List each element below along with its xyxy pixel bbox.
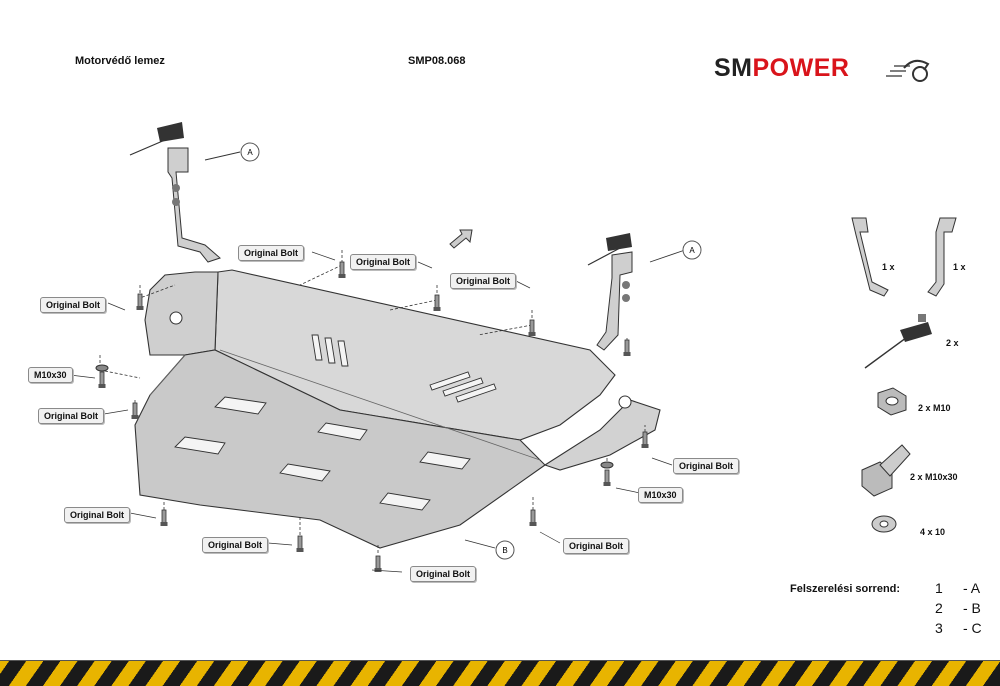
qty-bolt: 2 x M10x30 xyxy=(910,472,958,482)
clamp-icon xyxy=(864,314,932,369)
fastener-bolts xyxy=(95,250,649,573)
original-bolt-callout: Original Bolt xyxy=(40,297,106,313)
step-part: - C xyxy=(963,620,982,636)
m10x30-callout: M10x30 xyxy=(638,487,683,503)
logo-power: POWER xyxy=(752,54,850,82)
step-part: - A xyxy=(963,580,981,596)
original-bolt-callout: Original Bolt xyxy=(238,245,304,261)
original-bolt-callout: Original Bolt xyxy=(202,537,268,553)
smpower-logo: SMPOWER xyxy=(714,50,934,90)
marker-a-left xyxy=(240,142,260,162)
marker-a-right xyxy=(682,240,702,260)
original-bolt-callout: Original Bolt xyxy=(450,273,516,289)
bracket-right-icon xyxy=(927,217,957,297)
sequence-step: 2 - B xyxy=(935,600,981,616)
original-bolt-callout: Original Bolt xyxy=(64,507,130,523)
marker-a-right-label: A xyxy=(689,246,695,255)
sequence-step: 3 - C xyxy=(935,620,982,636)
qty-nut: 2 x M10 xyxy=(918,403,951,413)
marker-a-left-label: A xyxy=(247,148,253,157)
parts-list xyxy=(851,217,957,533)
direction-arrow-icon xyxy=(449,229,473,249)
sequence-step: 1 - A xyxy=(935,580,980,596)
bolt-icon xyxy=(861,444,911,497)
original-bolt-callout: Original Bolt xyxy=(350,254,416,270)
skid-plate-right-wing xyxy=(543,399,661,471)
washer-icon xyxy=(871,515,897,533)
logo-sm: SM xyxy=(714,54,753,82)
qty-bracket-right: 1 x xyxy=(953,262,966,272)
bracket-a-left xyxy=(129,122,221,263)
part-code: SMP08.068 xyxy=(408,55,466,67)
original-bolt-callout: Original Bolt xyxy=(410,566,476,582)
m10x30-callout: M10x30 xyxy=(28,367,73,383)
bracket-left-icon xyxy=(851,217,889,297)
vent-slots xyxy=(174,334,497,511)
skid-plate-left-wing xyxy=(144,271,219,356)
original-bolt-callout: Original Bolt xyxy=(563,538,629,554)
hazard-stripe-footer xyxy=(0,660,1000,686)
installation-sequence-label: Felszerelési sorrend: xyxy=(790,583,901,595)
motorbike-icon xyxy=(886,59,930,82)
marker-b xyxy=(495,540,515,560)
step-number: 1 xyxy=(935,580,943,596)
step-part: - B xyxy=(963,600,981,616)
bracket-a-right xyxy=(587,233,633,351)
qty-washer: 4 x 10 xyxy=(920,527,946,537)
nut-icon xyxy=(877,387,907,416)
qty-bracket-left: 1 x xyxy=(882,262,895,272)
step-number: 2 xyxy=(935,600,943,616)
step-number: 3 xyxy=(935,620,943,636)
drawing-title: Motorvédő lemez xyxy=(75,55,165,67)
qty-clamp: 2 x xyxy=(946,338,959,348)
original-bolt-callout: Original Bolt xyxy=(673,458,739,474)
original-bolt-callout: Original Bolt xyxy=(38,408,104,424)
marker-b-label: B xyxy=(502,546,507,555)
